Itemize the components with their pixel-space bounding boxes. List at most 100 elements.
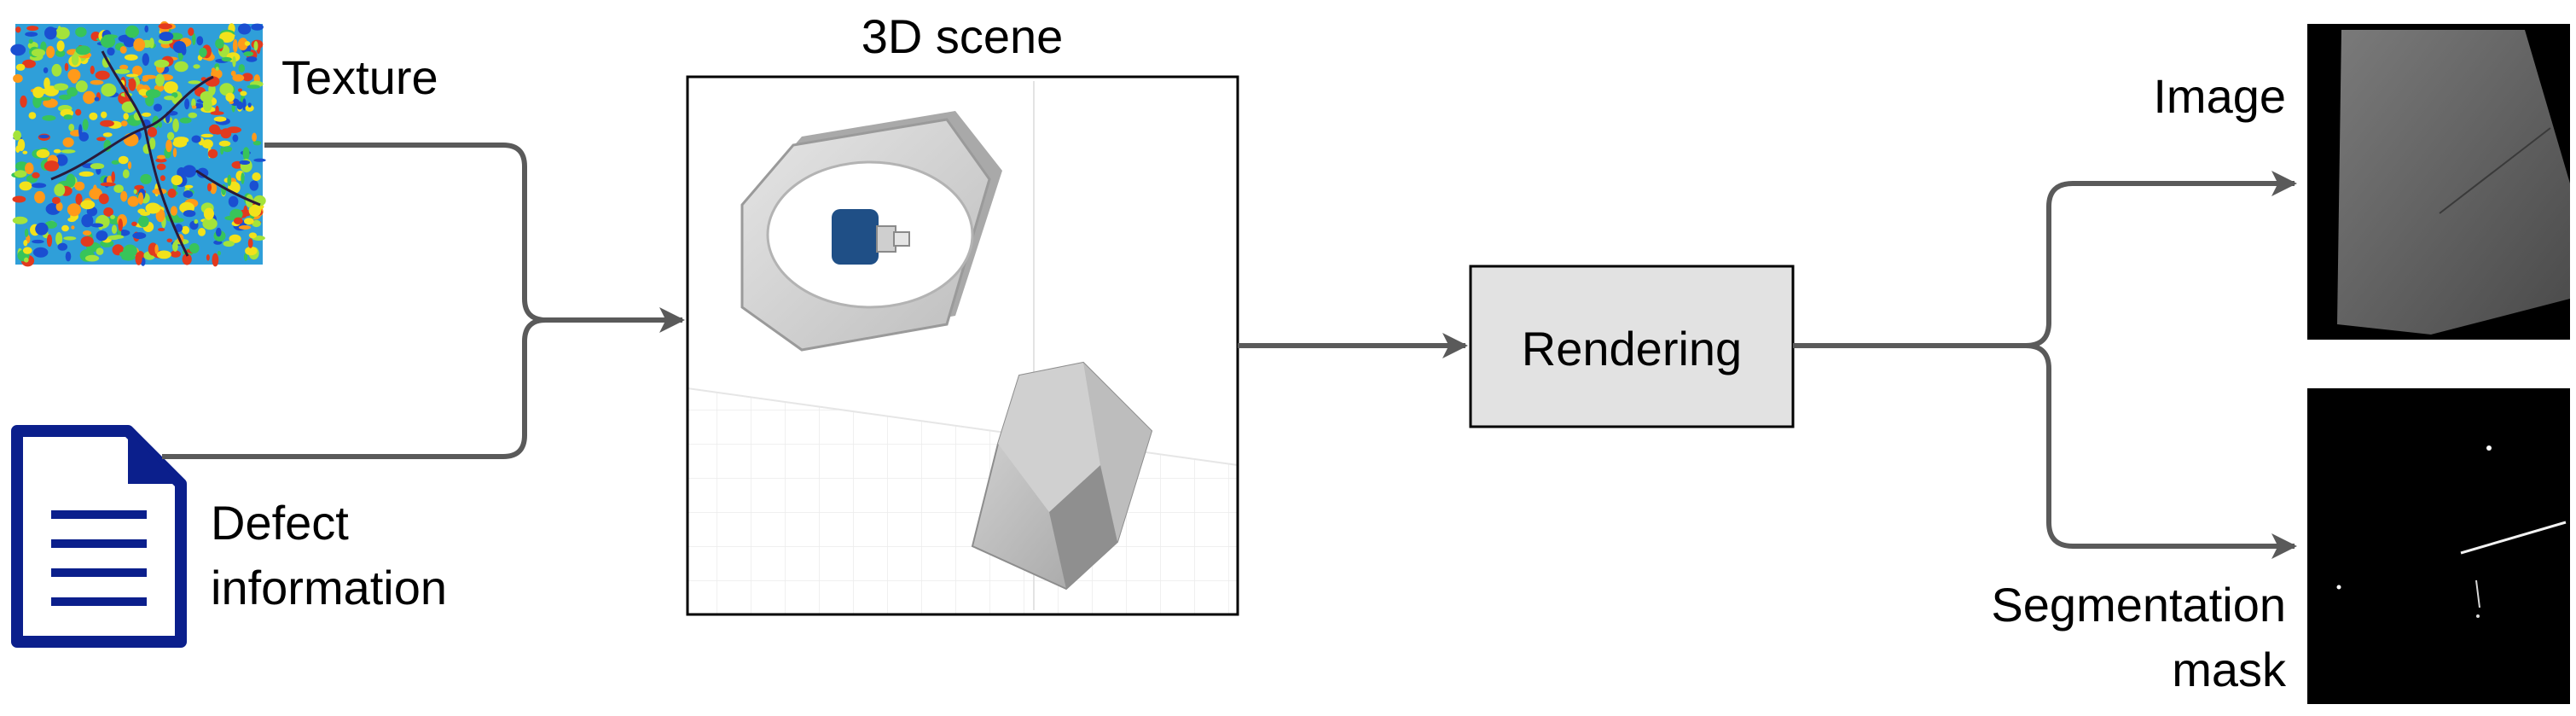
texture-speckle	[172, 148, 177, 158]
texture-speckle	[154, 103, 162, 112]
texture-speckle	[212, 128, 223, 135]
texture-speckle	[44, 26, 57, 40]
texture-speckle	[138, 215, 149, 228]
texture-speckle	[132, 65, 142, 76]
texture-speckle	[183, 190, 194, 198]
texture-speckle	[228, 195, 239, 207]
texture-speckle	[232, 74, 245, 82]
texture-speckle	[215, 38, 224, 49]
texture-speckle	[223, 241, 235, 247]
texture-speckle	[38, 96, 51, 101]
texture-speckle	[196, 36, 204, 46]
texture-speckle	[51, 196, 61, 205]
image-thumbnail	[2307, 24, 2570, 340]
texture-speckle	[103, 34, 118, 39]
texture-speckle	[107, 47, 115, 56]
texture-speckle	[34, 190, 45, 204]
texture-speckle	[179, 117, 192, 124]
texture-speckle	[113, 184, 124, 194]
texture-speckle	[84, 254, 100, 262]
texture-speckle	[164, 81, 178, 94]
texture-speckle	[28, 112, 37, 119]
texture-speckle	[155, 73, 165, 87]
texture-speckle	[156, 163, 166, 171]
rendering-label: Rendering	[1522, 322, 1742, 375]
texture-speckle	[56, 40, 65, 52]
texture-speckle	[148, 137, 156, 150]
texture-speckle	[131, 221, 137, 226]
texture-speckle	[15, 26, 21, 33]
texture-speckle	[142, 77, 149, 82]
texture-speckle	[217, 250, 221, 256]
texture-speckle	[242, 147, 250, 160]
texture-speckle	[110, 214, 115, 219]
texture-speckle	[119, 251, 130, 258]
document-icon	[11, 425, 187, 648]
texture-speckle	[59, 94, 72, 101]
texture-speckle	[70, 73, 78, 84]
texture-speckle	[12, 216, 28, 224]
texture-speckle	[140, 173, 152, 184]
texture-speckle	[172, 41, 187, 54]
texture-speckle	[14, 170, 27, 178]
texture-speckle	[184, 184, 194, 189]
texture-speckle	[78, 171, 94, 177]
texture-speckle	[55, 26, 70, 40]
texture-speckle	[75, 26, 87, 38]
texture-speckle	[44, 77, 50, 90]
texture-speckle	[247, 84, 260, 89]
texture-speckle	[145, 202, 161, 214]
texture-speckle	[242, 98, 247, 111]
texture-speckle	[189, 242, 200, 253]
texture-speckle	[114, 68, 131, 74]
texture-speckle	[218, 140, 231, 147]
texture-speckle	[241, 172, 245, 184]
texture-speckle	[181, 225, 190, 235]
texture-speckle	[44, 160, 60, 172]
texture-speckle	[166, 131, 175, 141]
texture-speckle	[67, 217, 77, 223]
texture-speckle	[96, 230, 108, 242]
texture-speckle	[111, 171, 115, 183]
texture-speckle	[144, 25, 148, 33]
texture-speckle	[54, 183, 66, 197]
texture-speckle	[252, 132, 257, 142]
texture-speckle	[28, 38, 33, 44]
texture-speckle	[238, 64, 246, 73]
texture-speckle	[202, 98, 212, 112]
texture-speckle	[227, 174, 232, 186]
texture-speckle	[43, 67, 49, 73]
texture-speckle	[32, 183, 47, 189]
texture-speckle	[17, 138, 26, 152]
texture-speckle	[31, 49, 46, 57]
texture-speckle	[142, 112, 152, 117]
texture-speckle	[42, 115, 56, 121]
texture-speckle	[174, 61, 189, 73]
texture-speckle	[158, 228, 165, 231]
texture-speckle	[156, 154, 166, 160]
texture-speckle	[63, 114, 73, 120]
texture-speckle	[182, 253, 192, 265]
texture-speckle	[90, 65, 95, 75]
segmentation-label-line2: mask	[2172, 643, 2287, 696]
texture-speckle	[89, 112, 98, 120]
texture-speckle	[38, 134, 49, 139]
texture-speckle	[71, 53, 79, 66]
texture-speckle	[133, 189, 137, 195]
texture-label: Texture	[281, 50, 438, 104]
texture-speckle	[226, 126, 241, 134]
texture-speckle	[95, 70, 110, 80]
texture-speckle	[237, 38, 248, 51]
texture-speckle	[53, 83, 69, 91]
texture-speckle	[253, 158, 266, 162]
texture-speckle	[164, 96, 175, 101]
texture-speckle	[100, 119, 114, 127]
texture-speckle	[233, 217, 243, 224]
input-arrows	[162, 143, 685, 459]
texture-speckle	[188, 112, 198, 119]
texture-speckle	[22, 247, 32, 254]
texture-speckle	[124, 54, 138, 61]
texture-speckle	[215, 67, 219, 71]
texture-speckle	[145, 89, 161, 99]
texture-speckle	[172, 241, 178, 252]
